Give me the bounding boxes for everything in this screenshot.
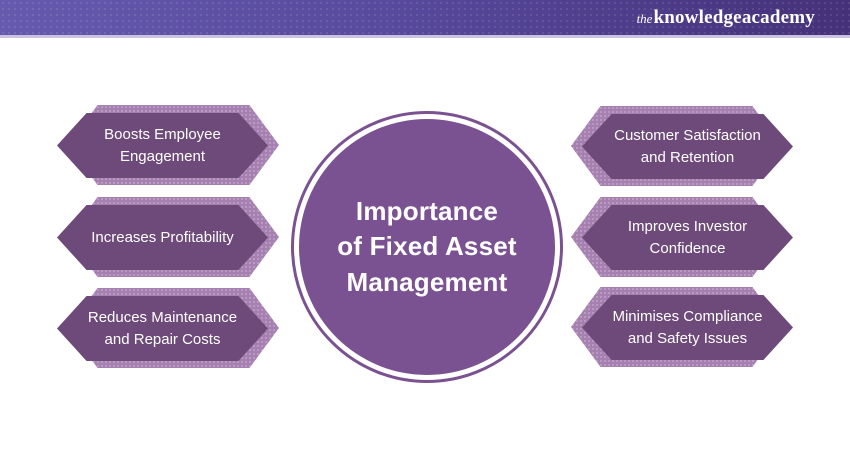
logo-word-knowledge: knowledge [653, 7, 742, 28]
center-title-line: of Fixed Asset [337, 231, 517, 262]
badge-label: Boosts Employee Engagement [57, 113, 268, 178]
badge-label: Minimises Compliance and Safety Issues [582, 295, 793, 360]
badge-customer-satisfaction-retention: Customer Satisfaction and Retention [571, 106, 793, 186]
badge-reduces-maintenance-costs: Reduces Maintenance and Repair Costs [57, 288, 279, 368]
center-title-line: Management [346, 266, 508, 297]
center-title-line: Importance [355, 195, 499, 226]
badge-boosts-employee-engagement: Boosts Employee Engagement [57, 105, 279, 185]
logo-word-academy: academy [741, 7, 815, 28]
badge-increases-profitability: Increases Profitability [57, 197, 279, 277]
center-circle: Importance of Fixed Asset Management [299, 119, 555, 375]
badge-minimises-compliance-safety: Minimises Compliance and Safety Issues [571, 287, 793, 367]
header-bar: theknowledgeacademy [0, 0, 850, 38]
badge-label: Customer Satisfaction and Retention [582, 114, 793, 179]
badge-improves-investor-confidence: Improves Investor Confidence [571, 197, 793, 277]
center-circle-ring: Importance of Fixed Asset Management [291, 111, 563, 383]
logo-prefix: the [636, 11, 653, 26]
badge-label: Increases Profitability [57, 205, 268, 270]
knowledge-academy-logo: theknowledgeacademy [637, 8, 815, 27]
badge-label: Improves Investor Confidence [582, 205, 793, 270]
badge-label: Reduces Maintenance and Repair Costs [57, 296, 268, 361]
